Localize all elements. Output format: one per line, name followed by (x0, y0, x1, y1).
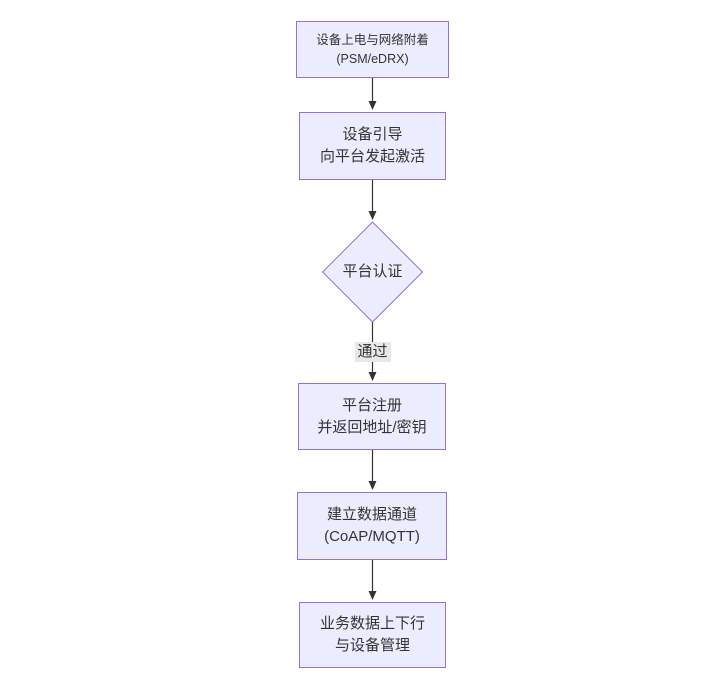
edge-label-pass: 通过 (354, 342, 391, 362)
node-label-line: 平台注册 (341, 396, 402, 414)
node-label-line: 建立数据通道 (326, 506, 417, 523)
node-platform-auth-shape (321, 221, 424, 323)
node-label-line: 业务数据上下行 (319, 615, 425, 632)
edge-power-to-bootstrap (368, 78, 377, 110)
node-label-line: 并返回地址/密钥 (317, 418, 427, 436)
node-label-line: 与设备管理 (334, 637, 410, 654)
node-data-channel: 建立数据通道 (CoAP/MQTT) (297, 492, 447, 560)
node-platform-register: 平台注册 并返回地址/密钥 (298, 383, 446, 450)
node-label-line: (CoAP/MQTT) (324, 528, 420, 545)
node-platform-auth-label: 平台认证 (342, 263, 403, 280)
node-power-attach: 设备上电与网络附着 (PSM/eDRX) (296, 21, 449, 78)
node-label-line: (PSM/eDRX) (336, 51, 409, 66)
node-business-data: 业务数据上下行 与设备管理 (299, 602, 446, 668)
node-bootstrap-activate: 设备引导 向平台发起激活 (299, 112, 446, 180)
edge-bootstrap-to-auth (368, 180, 377, 220)
node-label-line: 向平台发起激活 (319, 148, 425, 165)
node-label-line: 设备上电与网络附着 (316, 32, 429, 47)
node-label-line: 设备引导 (342, 126, 403, 143)
edge-register-to-channel (368, 450, 377, 490)
edge-channel-to-business (368, 560, 377, 600)
